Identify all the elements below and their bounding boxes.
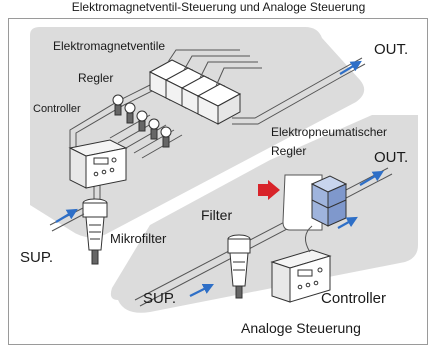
flow-arrow-icon xyxy=(55,60,384,297)
regulator-gauge-icon xyxy=(112,94,172,148)
controller-box-icon xyxy=(68,139,128,189)
label-regulators-top: Regler xyxy=(78,71,114,85)
top-caption: Elektromagnetventil-Steuerung und Analog… xyxy=(71,0,366,14)
label-sup-bottom: SUP. xyxy=(143,290,177,307)
controller-box-icon xyxy=(270,249,332,303)
label-out-bottom: OUT. xyxy=(374,149,409,166)
bottom-system-panel xyxy=(110,115,418,313)
label-sup-left: SUP. xyxy=(20,249,54,266)
ep-regulator-icon xyxy=(310,175,348,227)
label-ep-regulator-2: Regler xyxy=(271,144,307,158)
input-signal-arrow-icon xyxy=(258,180,280,200)
label-filter: Filter xyxy=(201,207,233,223)
solenoid-valve-icon xyxy=(148,49,262,125)
caption-bottom: Analoge Steuerung xyxy=(241,320,361,336)
label-ep-regulator-1: Elektropneumatischer xyxy=(271,125,388,139)
filter-icon xyxy=(82,198,108,265)
controller-cable xyxy=(305,225,313,253)
label-mist-filter: Mikrofilter xyxy=(110,231,167,246)
label-controller-bottom: Controller xyxy=(321,290,387,307)
top-system-panel xyxy=(30,27,365,238)
label-controller-top: Controller xyxy=(33,103,81,115)
filter-icon xyxy=(227,234,251,299)
label-solenoid-valves: Elektromagnetventile xyxy=(53,39,166,53)
label-out-top: OUT. xyxy=(374,41,409,58)
